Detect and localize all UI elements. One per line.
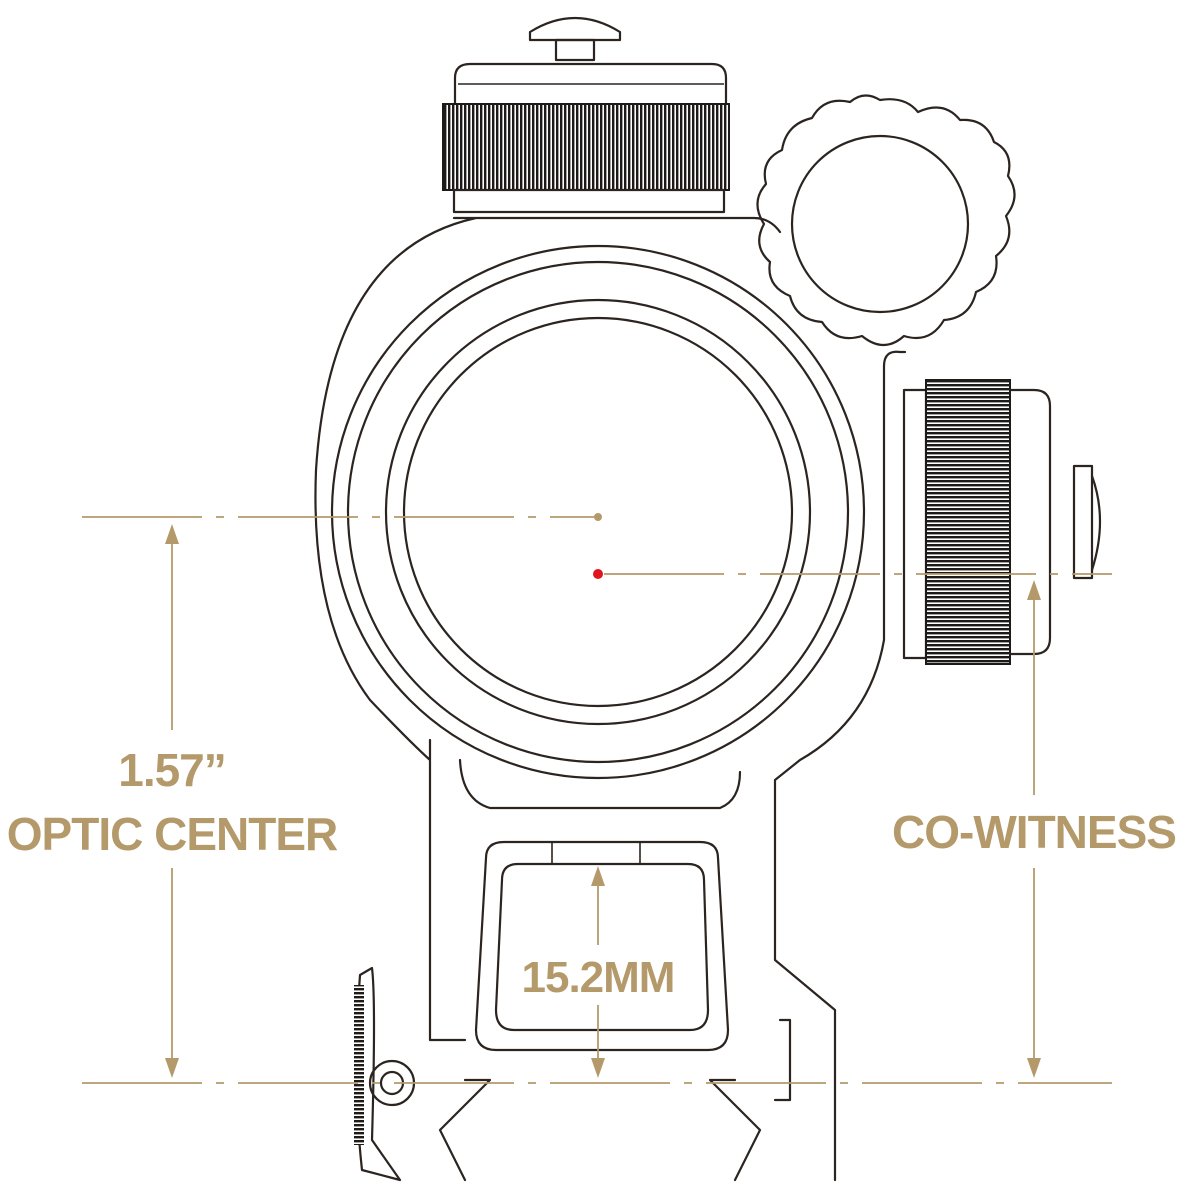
cowitness-arrow-head-top [1027, 580, 1041, 600]
turret-cap-stem [554, 38, 596, 62]
gap-arrow-head-top [591, 866, 605, 886]
brightness-knob [756, 94, 1016, 347]
height-caption-label: OPTIC CENTER [7, 808, 338, 860]
lens-ring-outer [330, 244, 866, 780]
lever-knurl [354, 985, 364, 1145]
lens-glass [402, 316, 794, 708]
height-value-label: 1.57” [118, 744, 226, 796]
height-arrow-head-top [165, 524, 179, 544]
turret-cap-top [453, 62, 728, 106]
mount-window-inner [494, 862, 710, 1032]
lens-ring-mid [346, 260, 850, 764]
turret-base [452, 188, 726, 214]
windage-cap [1008, 388, 1052, 656]
mount-rail-right [773, 1018, 792, 1102]
housing-right-outline [773, 364, 886, 1182]
windage-cap-stem [1072, 464, 1094, 580]
cowitness-label: CO-WITNESS [892, 806, 1176, 858]
windage-turret [902, 379, 1102, 665]
mount-window [474, 840, 730, 1052]
elevation-turret [442, 17, 730, 214]
mount-rail-clamp [438, 1078, 762, 1182]
knob-scalloped-edge [756, 94, 1016, 347]
red-dot-reticle [593, 569, 603, 579]
turret-cap-button [528, 17, 622, 42]
dimension-lines [82, 513, 1112, 1084]
lens-ring-inner [384, 298, 812, 726]
turret-knurl-band [442, 103, 730, 191]
knob-cap [790, 134, 970, 314]
gap-value-label: 15.2MM [522, 953, 675, 1002]
housing-outline [314, 216, 782, 1042]
objective-lens [330, 244, 866, 780]
housing-right-shoulder [882, 350, 907, 368]
gap-arrow-head-bottom [591, 1058, 605, 1078]
height-arrow-head-bottom [165, 1058, 179, 1078]
mount-upper-notch [458, 758, 742, 810]
mount-body [354, 758, 792, 1182]
cowitness-arrow-head-bottom [1027, 1058, 1041, 1078]
windage-knurl-band [925, 379, 1011, 665]
optic-center-point [594, 513, 602, 521]
windage-base [902, 388, 928, 660]
windage-cap-button [1090, 474, 1102, 572]
